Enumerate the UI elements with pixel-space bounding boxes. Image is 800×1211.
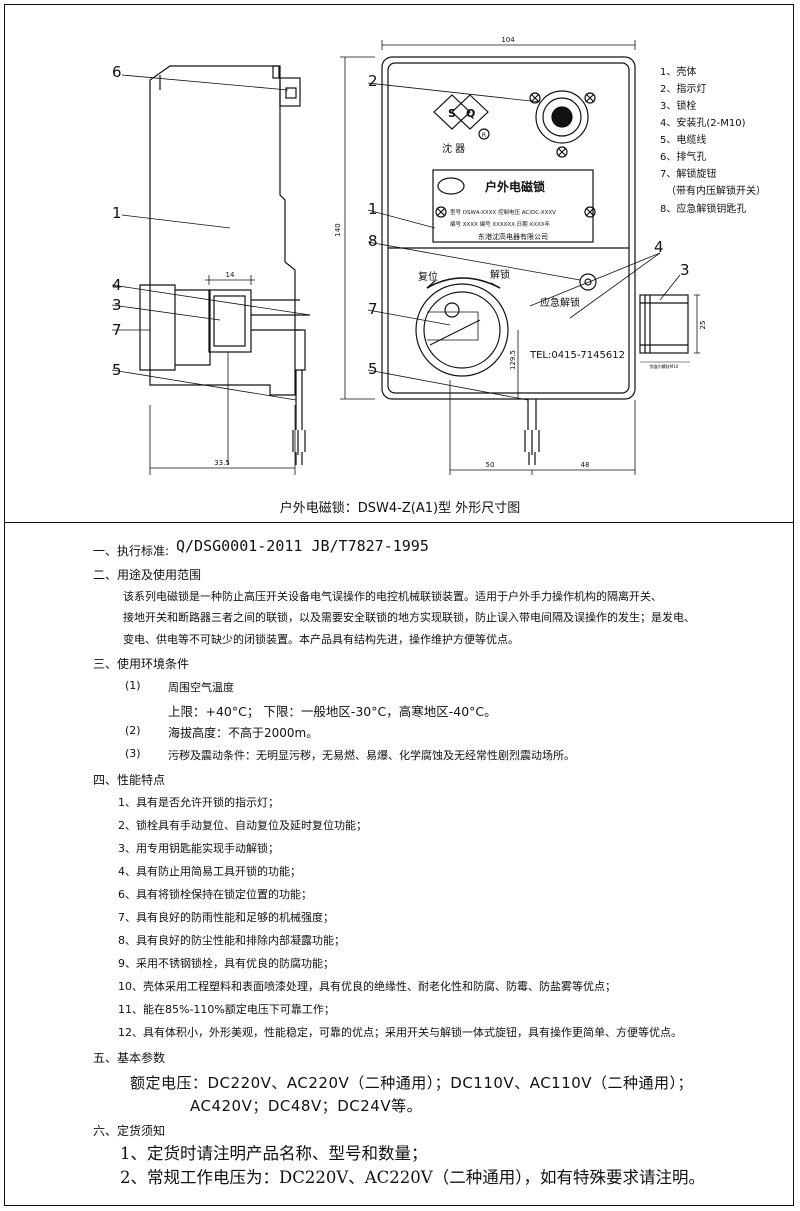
- legend-item: 2、指示灯: [660, 82, 706, 95]
- env-num: (1): [125, 679, 141, 692]
- feature-item: 1、具有是否允许开锁的指示灯；: [118, 796, 279, 809]
- callout-7-front: 7: [368, 300, 378, 318]
- lock-pin-view: [639, 294, 700, 363]
- tel-label: TEL:0415-7145612: [529, 350, 625, 361]
- dim-width: 104: [501, 36, 515, 44]
- legend-item: 4、安装孔(2-M10): [660, 116, 746, 129]
- section-title-usage: 二、用途及使用范围: [93, 568, 202, 582]
- dim-base-right: 48: [581, 461, 590, 469]
- legend-item: 5、电缆线: [660, 133, 706, 146]
- order-item: 1、定货时请注明产品名称、型号和数量；: [120, 1144, 428, 1163]
- callout-6: 6: [112, 63, 122, 81]
- section-divider: [5, 522, 793, 523]
- dim-lock-width: 14: [226, 271, 235, 279]
- usage-line: 接地开关和断路器三者之间的联锁，以及需要安全联锁的地方实现联锁，防止误入带电间隔…: [123, 611, 695, 624]
- order-item: 2、常规工作电压为：DC220V、AC220V（二种通用），如有特殊要求请注明。: [120, 1168, 705, 1187]
- env-item: 污秽及震动条件：无明显污秽，无易燃、易爆、化学腐蚀及无经常性剧烈震动场所。: [168, 749, 575, 762]
- page-border: [4, 4, 794, 1206]
- section-title-features: 四、性能特点: [93, 773, 166, 787]
- dim-side-note: 锁盒内螺纹M10: [650, 363, 679, 369]
- dim-depth: 33.5: [214, 459, 230, 467]
- dim-center: 129.5: [509, 350, 517, 370]
- logo-letter: Q: [466, 107, 475, 120]
- dim-base-left: 50: [486, 461, 495, 469]
- env-item: 周围空气温度: [168, 681, 234, 694]
- usage-line: 该系列电磁锁是一种防止高压开关设备电气误操作的电控机械联锁装置。适用于户外手力操…: [123, 590, 662, 603]
- legend-item: 8、应急解锁钥匙孔: [660, 202, 746, 215]
- voltage-line: AC420V；DC48V；DC24V等。: [190, 1097, 423, 1115]
- nameplate-row-2: 编号 XXXX 编号 XXXXXX 日期 XXXX年: [450, 220, 550, 228]
- callout-5: 5: [112, 361, 122, 379]
- env-num: (3): [125, 747, 141, 760]
- front-view: [381, 56, 636, 465]
- callout-4-front: 4: [654, 238, 664, 256]
- logo-letter: S: [448, 107, 456, 120]
- feature-item: 4、具有防止用简易工具开锁的功能；: [118, 865, 301, 878]
- feature-item: 6、具有将锁栓保持在锁定位置的功能；: [118, 888, 312, 901]
- section-title-parameters: 五、基本参数: [93, 1051, 166, 1065]
- callout-8: 8: [368, 232, 378, 250]
- env-num: (2): [125, 724, 141, 737]
- feature-item: 12、具有体积小，外形美观，性能稳定，可靠的优点；采用开关与解锁一体式旋钮，具有…: [118, 1026, 682, 1039]
- screw-icon: [435, 206, 596, 218]
- voltage-line: 额定电压：DC220V、AC220V（二种通用）；DC110V、AC110V（二…: [130, 1074, 694, 1092]
- spec-text: 一、执行标准: Q/DSG0001-2011 JB/T7827-1995 二、用…: [0, 534, 800, 1194]
- registered-mark: R: [482, 132, 486, 139]
- brand-name: 沈 器: [442, 142, 465, 155]
- callout-1: 1: [112, 204, 122, 222]
- legend-item: 7、解锁旋钮: [660, 167, 716, 180]
- legend-item: （带有内压解锁开关）: [666, 184, 766, 197]
- dim-height: 140: [334, 223, 342, 236]
- env-item: 海拔高度：不高于2000m。: [168, 726, 319, 740]
- knob-label-reset: 复位: [418, 270, 438, 283]
- feature-item: 9、采用不锈钢锁栓，具有优良的防腐功能；: [118, 957, 334, 970]
- callout-2: 2: [368, 72, 378, 90]
- feature-item: 3、用专用钥匙能实现手动解锁；: [118, 842, 279, 855]
- callout-1-front: 1: [368, 200, 378, 218]
- section-title-environment: 三、使用环境条件: [93, 657, 190, 671]
- drawing-caption: 户外电磁锁：DSW4-Z(A1)型 外形尺寸图: [279, 501, 521, 516]
- env-item: 上限：+40°C； 下限：一般地区-30°C，高寒地区-40°C。: [168, 704, 497, 719]
- section-title-ordering: 六、定货须知: [93, 1124, 166, 1138]
- dimension-drawing: 6 1 4 3 7 5 2 1 8 7 5 4 3 104 140 33.5 1…: [111, 36, 766, 475]
- legend-item: 6、排气孔: [660, 150, 706, 163]
- usage-line: 变电、供电等不可缺少的闭锁装置。本产品具有结构先进，操作维护方便等优点。: [123, 633, 519, 646]
- standard-value: Q/DSG0001-2011 JB/T7827-1995: [176, 537, 429, 555]
- callout-4: 4: [112, 276, 122, 294]
- callout-3-side: 3: [680, 261, 690, 279]
- feature-item: 7、具有良好的防雨性能和足够的机械强度；: [118, 911, 334, 924]
- logo-diamond-icon: [433, 94, 471, 130]
- feature-item: 2、锁栓具有手动复位、自动复位及延时复位功能；: [118, 819, 367, 832]
- nameplate-company: 东港沈高电器有限公司: [478, 232, 548, 241]
- screw-icon: [529, 92, 596, 158]
- feature-item: 10、壳体采用工程塑料和表面喷漆处理，具有优良的绝缘性、耐老化性和防腐、防霉、防…: [118, 980, 616, 993]
- side-view: [139, 65, 310, 465]
- legend-item: 3、锁栓: [660, 99, 696, 112]
- parts-legend: 1、壳体 2、指示灯 3、锁栓 4、安装孔(2-M10) 5、电缆线 6、排气孔…: [660, 65, 766, 215]
- callout-5-front: 5: [368, 360, 378, 378]
- nameplate-title: 户外电磁锁: [485, 179, 545, 194]
- callout-3: 3: [112, 296, 122, 314]
- standard-label: 一、执行标准:: [93, 544, 170, 558]
- legend-item: 1、壳体: [660, 65, 696, 78]
- nameplate-row-1: 型号 DSW4-XXXX 控制电压 AC/DC-XXXV: [450, 208, 556, 216]
- feature-item: 11、能在85%-110%额定电压下可靠工作；: [118, 1003, 335, 1016]
- callout-7: 7: [112, 321, 122, 339]
- knob-label-unlock: 解锁: [490, 268, 510, 281]
- emergency-label: 应急解锁: [540, 296, 580, 309]
- dim-side-height: 25: [699, 321, 707, 330]
- feature-item: 8、具有良好的防尘性能和排除内部凝露功能；: [118, 934, 345, 947]
